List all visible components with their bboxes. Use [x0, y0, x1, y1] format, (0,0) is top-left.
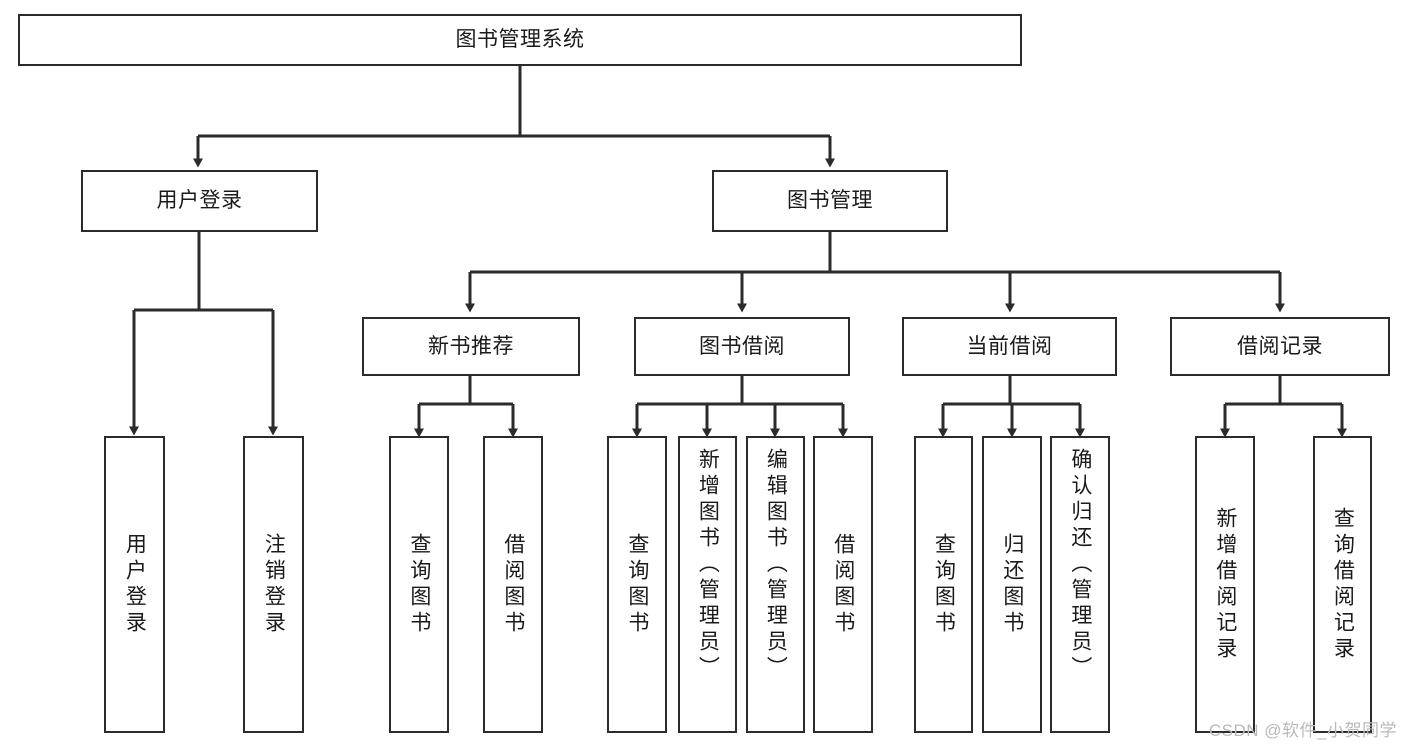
node-leaf-borrow-book-1[interactable]: 借阅图书 [483, 436, 543, 733]
node-leaf-query-book-1[interactable]: 查询图书 [389, 436, 449, 733]
node-leaf-query-record-label: 查询借阅记录 [1331, 506, 1355, 663]
node-leaf-user-login[interactable]: 用户登录 [104, 436, 165, 733]
node-leaf-query-record[interactable]: 查询借阅记录 [1313, 436, 1372, 733]
node-leaf-confirm-return-label: 确认归还（管理员） [1068, 448, 1092, 682]
node-new-book-recommend-label: 新书推荐 [428, 334, 514, 358]
node-book-borrow[interactable]: 图书借阅 [634, 317, 850, 376]
watermark-text: CSDN @软件_小贺同学 [1208, 721, 1397, 740]
node-current-borrow[interactable]: 当前借阅 [902, 317, 1117, 376]
node-leaf-add-book-label: 新增图书（管理员） [696, 448, 720, 682]
node-book-management[interactable]: 图书管理 [712, 170, 948, 232]
node-leaf-edit-book-label: 编辑图书（管理员） [764, 448, 788, 682]
node-leaf-edit-book[interactable]: 编辑图书（管理员） [746, 436, 805, 733]
node-leaf-user-login-label: 用户登录 [123, 532, 147, 637]
node-leaf-return-book-label: 归还图书 [1000, 532, 1024, 637]
connector-newbook-to-leaves [414, 376, 518, 438]
node-user-login[interactable]: 用户登录 [81, 170, 318, 232]
node-leaf-query-book-3-label: 查询图书 [932, 532, 956, 637]
node-book-borrow-label: 图书借阅 [699, 334, 785, 358]
node-leaf-query-book-1-label: 查询图书 [407, 532, 431, 637]
node-leaf-confirm-return[interactable]: 确认归还（管理员） [1050, 436, 1110, 733]
connector-root-to-level2 [193, 66, 835, 168]
node-leaf-borrow-book-2-label: 借阅图书 [831, 532, 855, 637]
node-new-book-recommend[interactable]: 新书推荐 [362, 317, 580, 376]
node-leaf-add-record-label: 新增借阅记录 [1213, 506, 1237, 663]
node-leaf-query-book-2[interactable]: 查询图书 [607, 436, 667, 733]
node-leaf-borrow-book-2[interactable]: 借阅图书 [813, 436, 873, 733]
node-leaf-add-book[interactable]: 新增图书（管理员） [678, 436, 737, 733]
node-leaf-user-logout-label: 注销登录 [262, 532, 286, 637]
node-leaf-return-book[interactable]: 归还图书 [982, 436, 1042, 733]
connector-borrowrecord-to-leaves [1220, 376, 1347, 438]
node-book-management-label: 图书管理 [787, 189, 873, 213]
node-leaf-user-logout[interactable]: 注销登录 [243, 436, 304, 733]
node-leaf-borrow-book-1-label: 借阅图书 [501, 532, 525, 637]
node-root-label: 图书管理系统 [455, 28, 585, 52]
node-root-system[interactable]: 图书管理系统 [18, 14, 1022, 66]
connector-bookborrow-to-leaves [632, 376, 848, 438]
node-leaf-query-book-3[interactable]: 查询图书 [914, 436, 973, 733]
connector-userlogin-to-leaves [129, 232, 278, 436]
node-borrow-record-label: 借阅记录 [1237, 334, 1323, 358]
node-borrow-record[interactable]: 借阅记录 [1170, 317, 1390, 376]
connector-currentborrow-to-leaves [938, 376, 1085, 438]
connector-bookmgmt-to-level3 [465, 232, 1285, 313]
node-user-login-label: 用户登录 [156, 189, 243, 213]
node-current-borrow-label: 当前借阅 [966, 334, 1053, 358]
node-leaf-query-book-2-label: 查询图书 [625, 532, 649, 637]
node-leaf-add-record[interactable]: 新增借阅记录 [1195, 436, 1255, 733]
